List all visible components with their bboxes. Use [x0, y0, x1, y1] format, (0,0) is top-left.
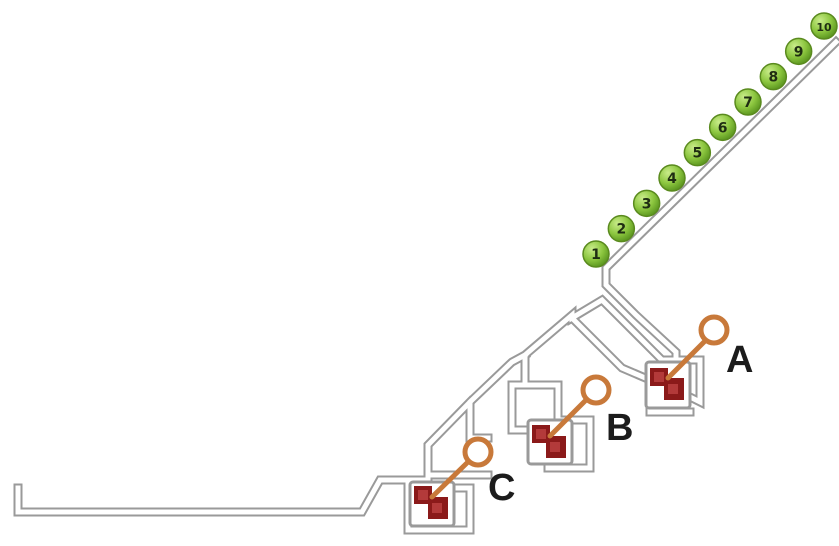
switch-c-label: C: [488, 467, 515, 509]
ball-8: 8: [759, 62, 788, 91]
switch-b: B: [526, 374, 633, 466]
ball-circle: [658, 164, 686, 192]
ball-4: 4: [658, 164, 686, 192]
ball-7: 7: [734, 88, 762, 116]
ball-circle: [708, 113, 737, 142]
switch-a-lever: [665, 337, 709, 381]
switch-b-label: B: [606, 407, 633, 449]
switch-a-label: A: [726, 339, 753, 381]
ball-number: 3: [642, 196, 652, 212]
ball-number: 1: [591, 247, 601, 263]
ball-circle: [607, 214, 636, 243]
switch-a-gear: [650, 368, 684, 400]
ball-5: 5: [683, 138, 712, 167]
switch-c-lever-ring: [462, 436, 494, 468]
ball-number: 6: [718, 120, 728, 136]
ball-number: 7: [743, 95, 753, 111]
ball-circle: [632, 189, 661, 218]
switch-b-gear: [532, 425, 566, 458]
ball-number: 2: [616, 222, 626, 238]
ball-circle: [582, 240, 610, 268]
switch-c-lever: [429, 457, 473, 500]
switch-a-lever-ring: [698, 314, 730, 346]
ball-number: 10: [816, 21, 832, 34]
ball-9: 9: [784, 37, 813, 66]
ball-number: 4: [667, 171, 677, 187]
ball-3: 3: [632, 189, 661, 218]
ball-1: 1: [582, 240, 610, 268]
ball-circle: [734, 88, 762, 116]
switch-c: C: [408, 436, 515, 528]
ball-circle: [784, 37, 813, 66]
ball-10: 10: [810, 12, 838, 40]
ball-number: 5: [692, 146, 702, 162]
ball-number: 8: [768, 70, 778, 86]
switch-b-lever-ring: [580, 374, 612, 406]
track: [13, 35, 839, 535]
ball-number: 9: [794, 44, 804, 60]
switch-b-lever: [547, 395, 591, 439]
ball-circle: [810, 12, 838, 40]
ball-circle: [683, 138, 712, 167]
switch-c-gear: [414, 486, 448, 519]
ball-circle: [759, 62, 788, 91]
ball-6: 6: [708, 113, 737, 142]
ball-2: 2: [607, 214, 636, 243]
switch-a: A: [644, 314, 753, 410]
